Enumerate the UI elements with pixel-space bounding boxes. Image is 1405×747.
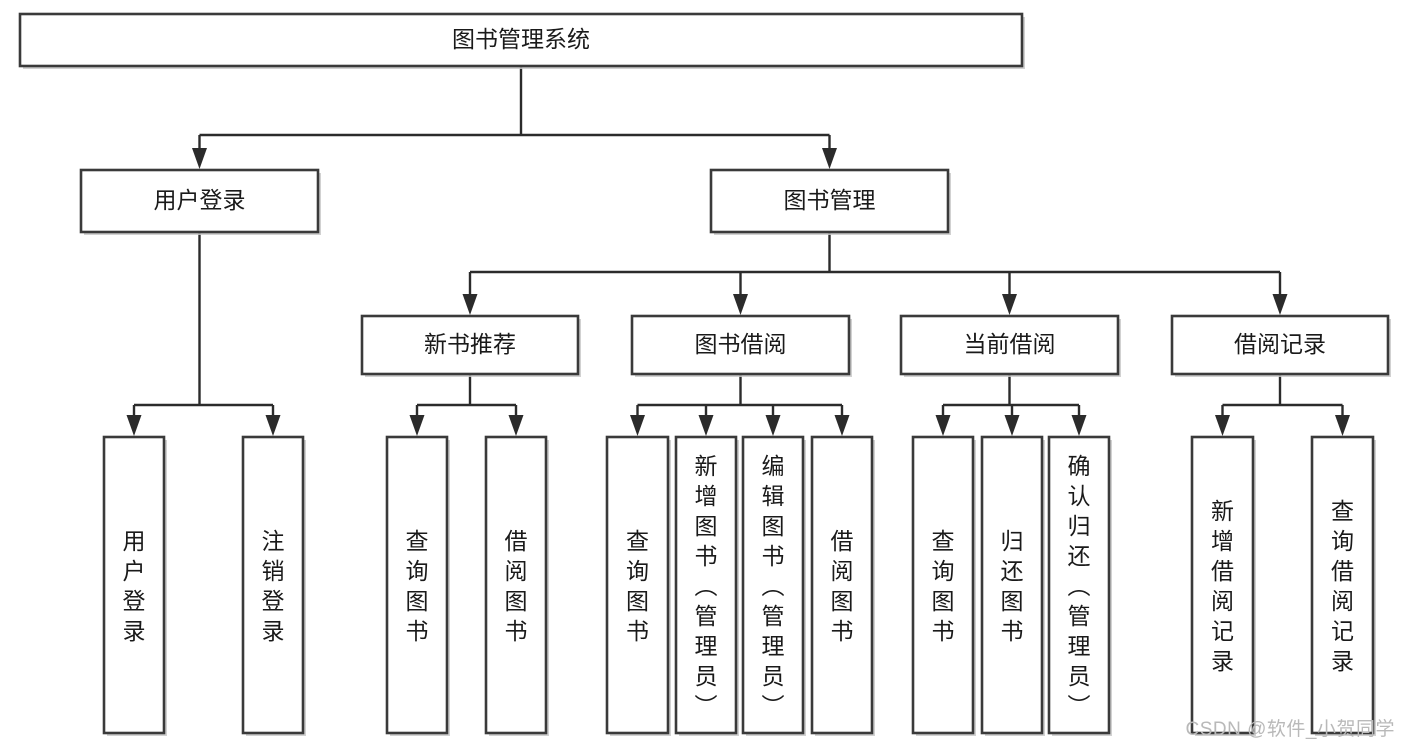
node-label: 图书借阅 <box>695 331 787 357</box>
node-n04[interactable]: 借阅图书 <box>484 435 549 736</box>
node-box[interactable] <box>741 435 805 735</box>
node-n01[interactable]: 用户登录 <box>102 435 167 736</box>
arrow-head-icon <box>1335 415 1350 436</box>
arrow-head-icon <box>834 415 850 436</box>
arrow-head-icon <box>935 415 951 436</box>
node-label: 图书管理 <box>784 187 876 213</box>
node-label: 图书管理系统 <box>452 26 590 52</box>
node-label: 借阅图书 <box>831 528 854 644</box>
node-n07[interactable]: 编辑图书︵管理员︶ <box>741 435 806 736</box>
arrow-head-icon <box>126 415 142 436</box>
node-box[interactable] <box>1190 435 1255 735</box>
node-label: 用户登录 <box>123 528 146 644</box>
arrow-head-icon <box>630 415 645 436</box>
node-box[interactable] <box>709 168 950 234</box>
node-box[interactable] <box>630 314 851 376</box>
arrow-head-icon <box>409 415 425 436</box>
arrow-head-icon <box>265 415 281 436</box>
node-label: 借阅图书 <box>505 528 528 644</box>
nodes-layer: 图书管理系统用户登录图书管理新书推荐图书借阅当前借阅借阅记录用户登录注销登录查询… <box>18 12 1391 736</box>
node-l2c[interactable]: 当前借阅 <box>899 314 1121 377</box>
arrow-head-icon <box>1004 415 1020 436</box>
node-n08[interactable]: 借阅图书 <box>810 435 875 736</box>
node-label: 新书推荐 <box>424 331 516 357</box>
node-n02[interactable]: 注销登录 <box>241 435 306 736</box>
node-l2a[interactable]: 新书推荐 <box>360 314 581 377</box>
node-l2b[interactable]: 图书借阅 <box>630 314 852 377</box>
arrow-head-icon <box>508 415 524 436</box>
arrow-head-icon <box>733 294 748 315</box>
arrow-head-icon <box>698 415 714 436</box>
node-box[interactable] <box>911 435 975 735</box>
arrow-head-icon <box>1071 415 1087 436</box>
node-n12[interactable]: 新增借阅记录 <box>1190 435 1256 736</box>
node-label: 确认归还︵管理员︶ <box>1068 453 1091 719</box>
node-label: 查询图书 <box>406 528 429 644</box>
arrow-head-icon <box>1002 294 1017 315</box>
node-box[interactable] <box>18 12 1024 68</box>
node-root[interactable]: 图书管理系统 <box>18 12 1025 69</box>
node-l1a[interactable]: 用户登录 <box>79 168 321 235</box>
node-l2d[interactable]: 借阅记录 <box>1170 314 1391 377</box>
node-box[interactable] <box>1310 435 1375 735</box>
arrow-head-icon <box>1272 294 1288 315</box>
node-box[interactable] <box>241 435 305 735</box>
arrow-head-icon <box>765 415 781 436</box>
node-n05[interactable]: 查询图书 <box>605 435 671 736</box>
node-label: 当前借阅 <box>964 331 1056 357</box>
arrow-head-icon <box>192 148 207 169</box>
arrow-head-icon <box>462 294 478 315</box>
node-box[interactable] <box>484 435 548 735</box>
node-label: 借阅记录 <box>1234 331 1326 357</box>
arrow-head-icon <box>1215 415 1230 436</box>
node-label: 新增图书︵管理员︶ <box>695 453 718 719</box>
node-label: 归还图书 <box>1001 528 1024 644</box>
node-label: 编辑图书︵管理员︶ <box>762 453 785 719</box>
node-label: 查询图书 <box>626 528 649 644</box>
node-box[interactable] <box>79 168 320 234</box>
node-box[interactable] <box>980 435 1044 735</box>
node-n13[interactable]: 查询借阅记录 <box>1310 435 1376 736</box>
edges-layer <box>126 66 1350 436</box>
node-box[interactable] <box>102 435 166 735</box>
node-box[interactable] <box>605 435 670 735</box>
node-box[interactable] <box>360 314 580 376</box>
node-box[interactable] <box>810 435 874 735</box>
node-n09[interactable]: 查询图书 <box>911 435 976 736</box>
node-l1b[interactable]: 图书管理 <box>709 168 951 235</box>
node-label: 注销登录 <box>262 528 285 644</box>
node-box[interactable] <box>1047 435 1111 735</box>
node-box[interactable] <box>385 435 449 735</box>
node-box[interactable] <box>899 314 1120 376</box>
node-label: 查询借阅记录 <box>1331 498 1354 674</box>
arrow-head-icon <box>822 148 837 169</box>
node-n06[interactable]: 新增图书︵管理员︶ <box>674 435 739 736</box>
node-n11[interactable]: 确认归还︵管理员︶ <box>1047 435 1112 736</box>
node-label: 查询图书 <box>932 528 955 644</box>
node-box[interactable] <box>1170 314 1390 376</box>
node-label: 新增借阅记录 <box>1211 498 1234 674</box>
node-box[interactable] <box>674 435 738 735</box>
node-n10[interactable]: 归还图书 <box>980 435 1045 736</box>
node-n03[interactable]: 查询图书 <box>385 435 450 736</box>
node-label: 用户登录 <box>154 187 246 213</box>
